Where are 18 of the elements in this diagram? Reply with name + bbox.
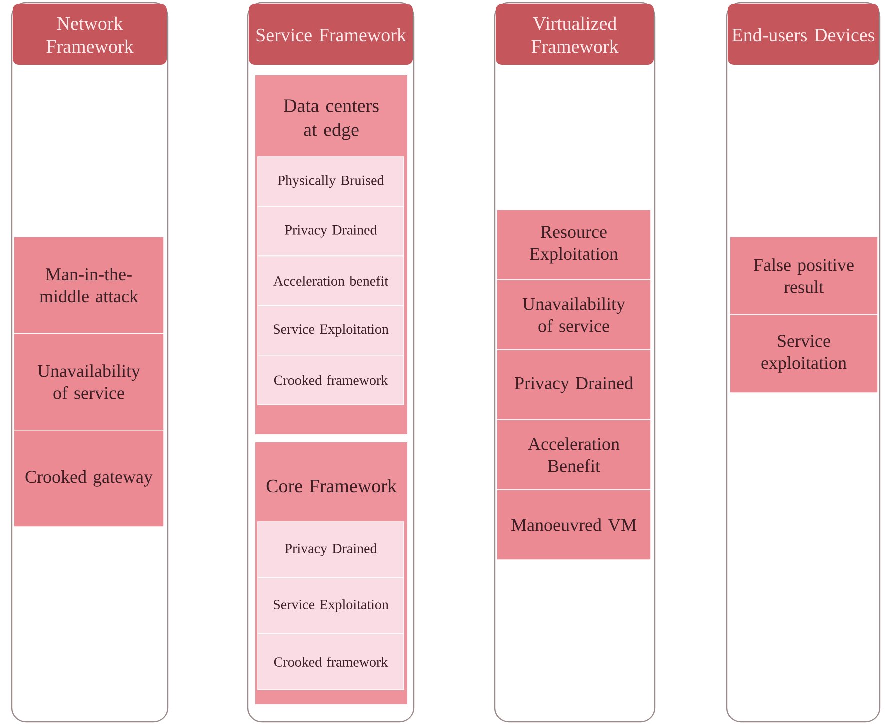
threat-box: Crooked framework xyxy=(258,634,404,690)
threat-box: Acceleration benefit xyxy=(258,256,404,306)
threat-box: Service Exploitation xyxy=(258,578,404,634)
threat-box: Acceleration Benefit xyxy=(496,420,652,490)
threat-box: Physically Bruised xyxy=(258,156,404,207)
threat-box: Service exploitation xyxy=(730,314,878,394)
threat-box: Privacy Drained xyxy=(258,522,404,578)
threat-box: Unavailability of service xyxy=(496,280,652,350)
threat-box: Privacy Drained xyxy=(496,350,652,420)
threat-box: Resource Exploitation xyxy=(496,210,652,280)
threat-box: Manoeuvred VM xyxy=(496,490,652,560)
threat-box: Crooked gateway xyxy=(14,430,164,528)
threat-box: Man-in-the-middle attack xyxy=(14,236,164,334)
threat-box: Crooked framework xyxy=(258,354,404,406)
threat-box: Unavailability of service xyxy=(14,333,164,431)
threat-box: Service Exploitation xyxy=(258,305,404,356)
threat-box: False positive result xyxy=(730,236,878,316)
threat-box: Privacy Drained xyxy=(258,206,404,257)
